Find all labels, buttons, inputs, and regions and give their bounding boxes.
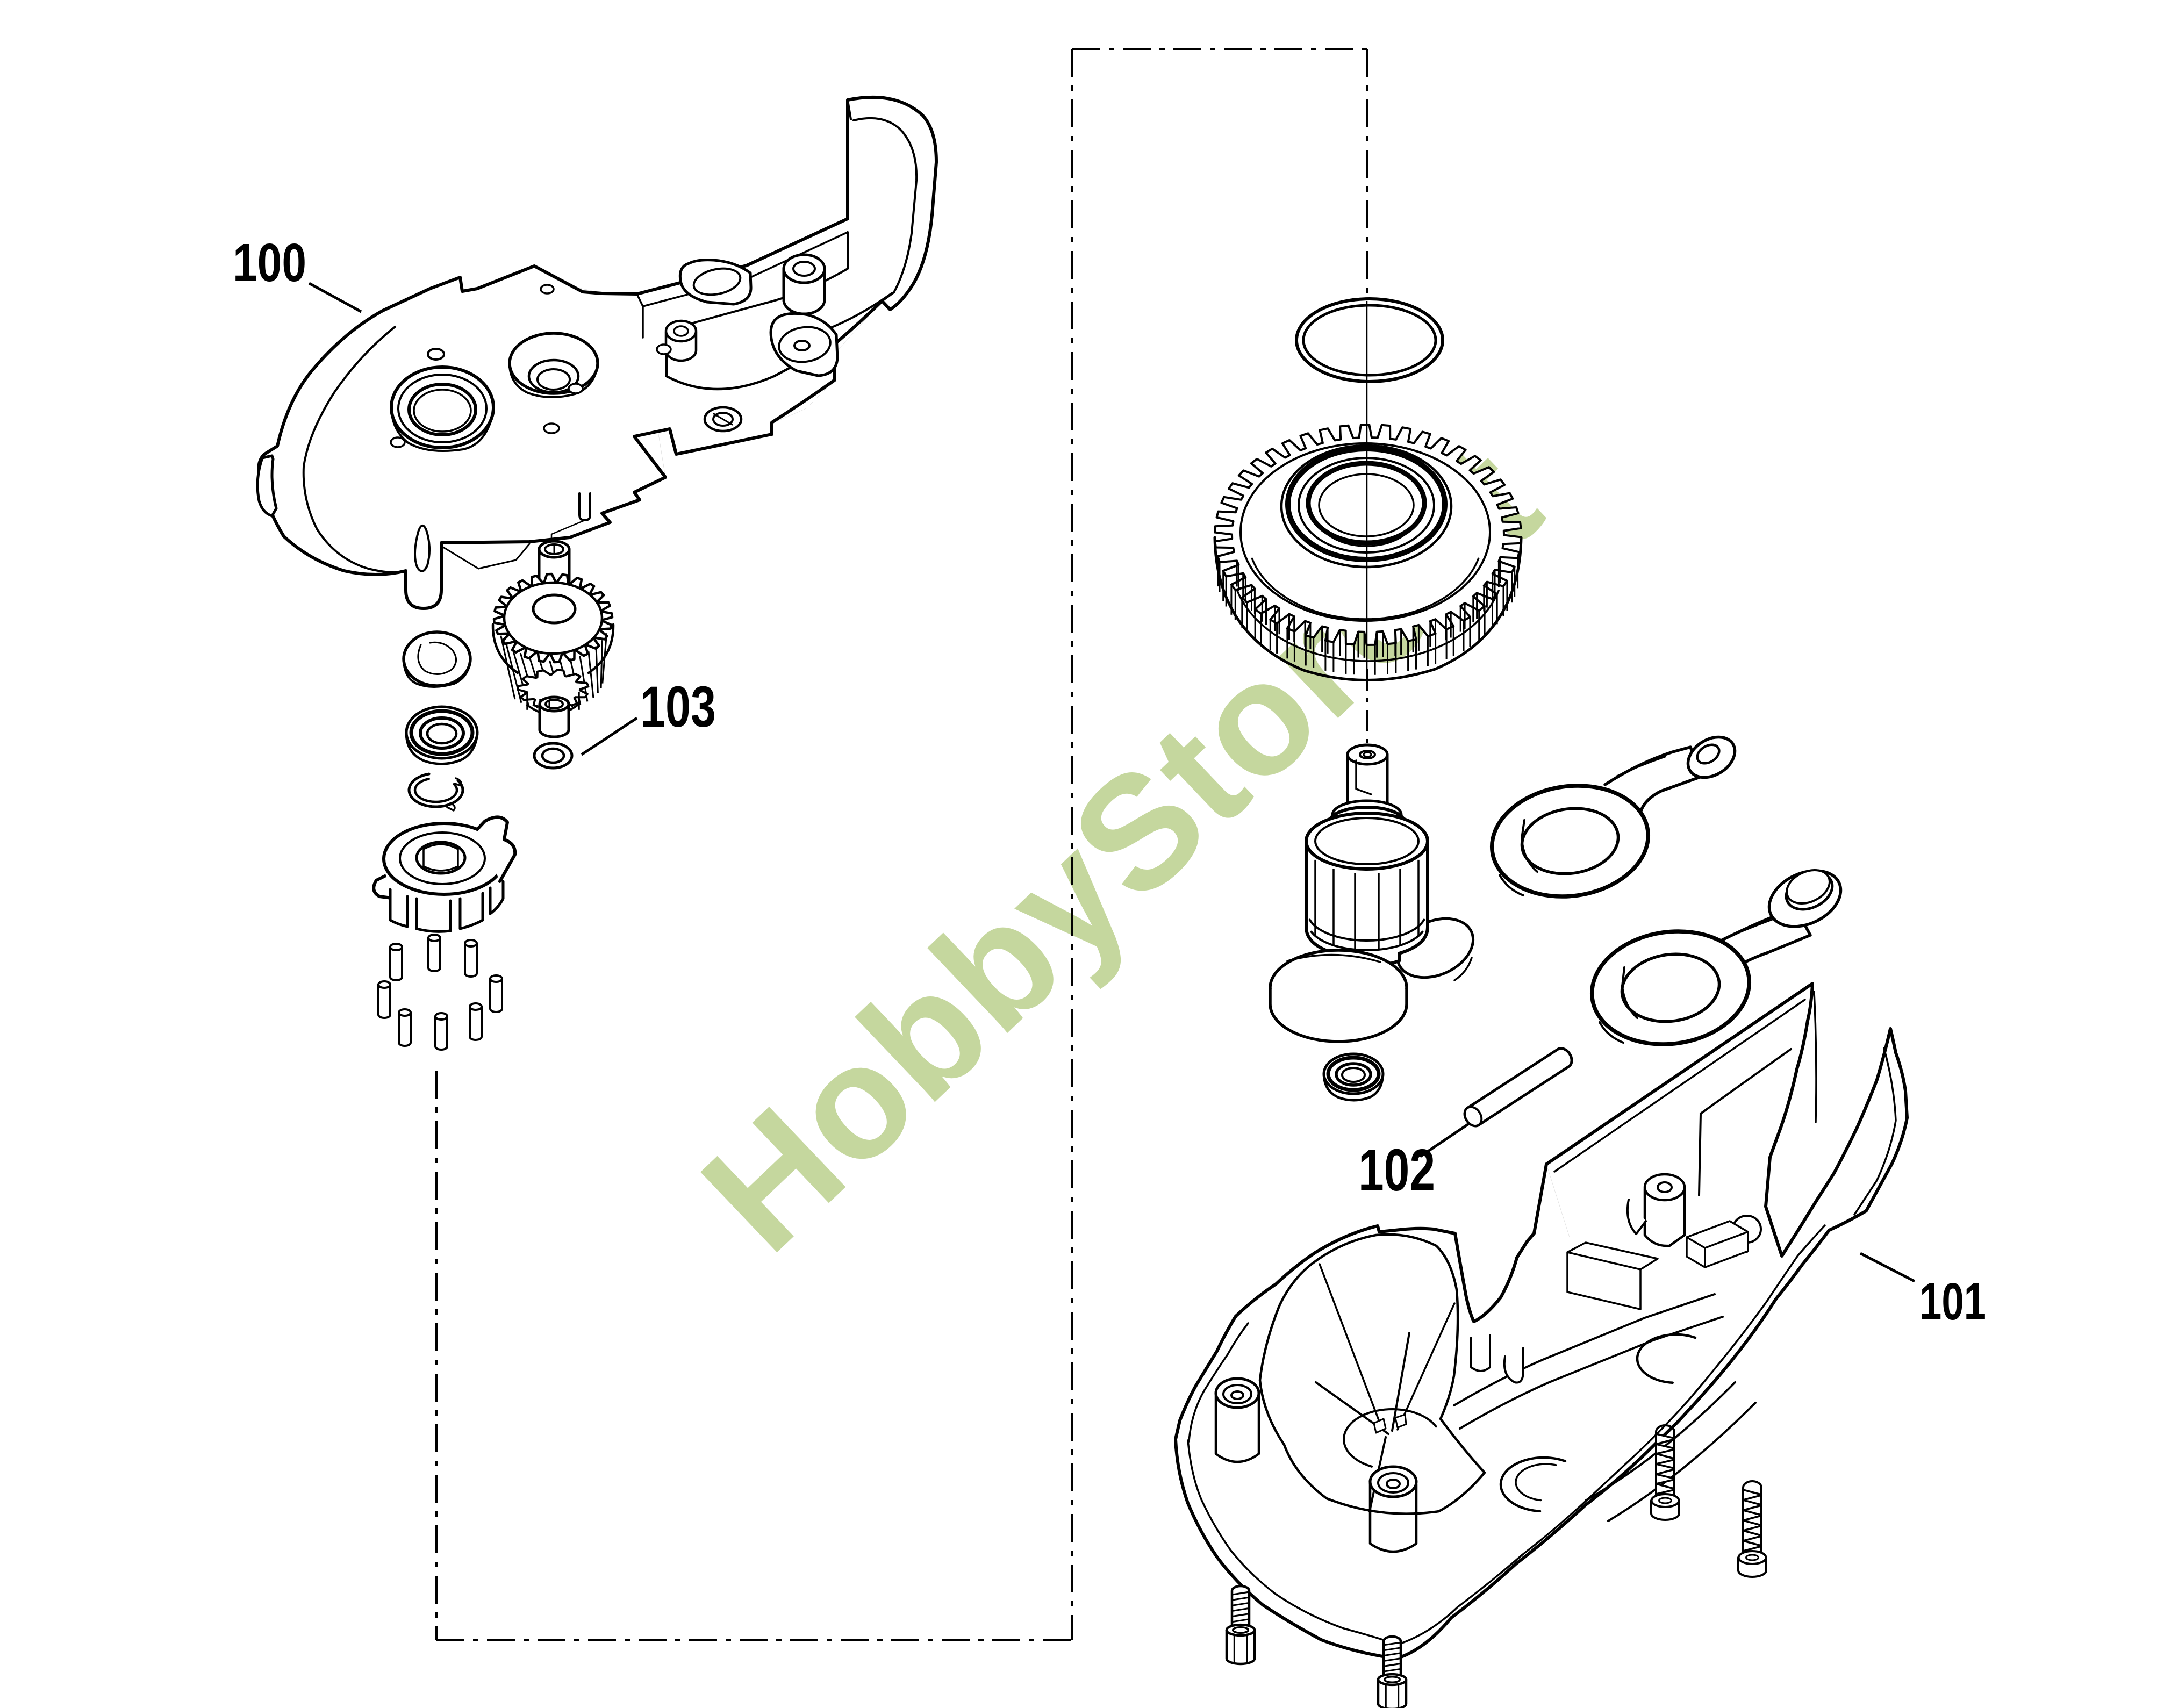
svg-text:103: 103 xyxy=(640,674,716,739)
svg-text:100: 100 xyxy=(233,233,306,293)
svg-text:101: 101 xyxy=(1919,1272,1986,1331)
svg-text:102: 102 xyxy=(1358,1137,1435,1203)
